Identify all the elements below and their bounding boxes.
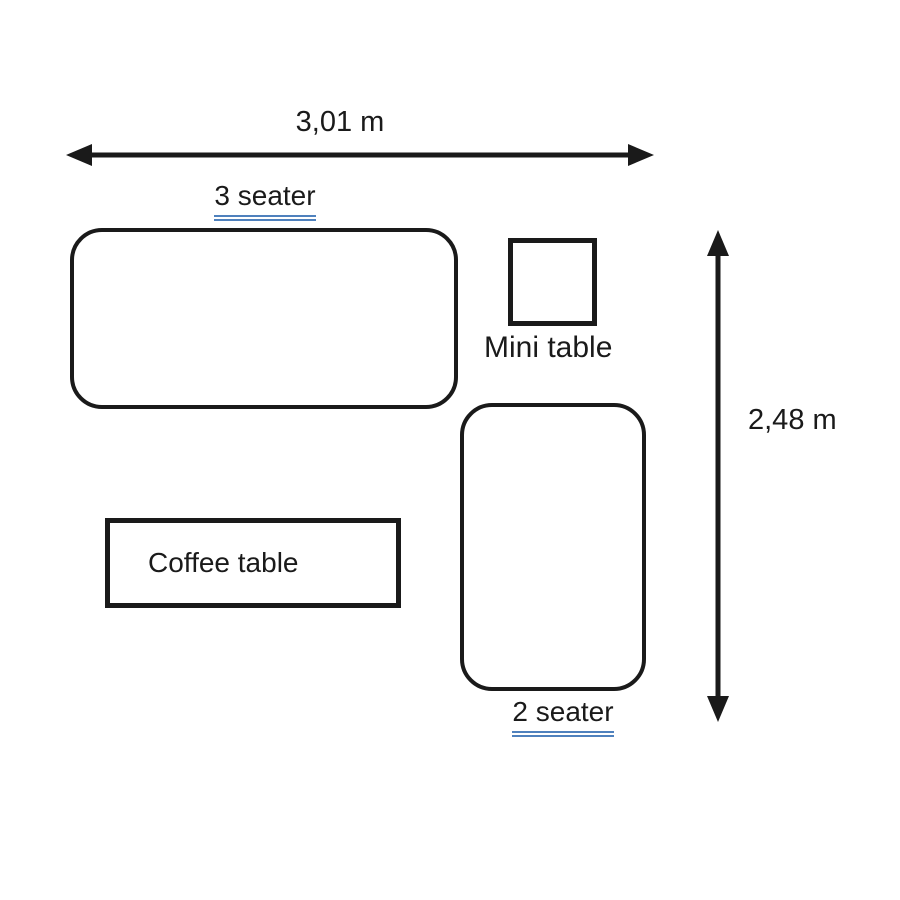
three-seater-label-wrap: 3 seater <box>150 180 380 221</box>
two-seater-label: 2 seater <box>512 696 614 737</box>
two-seater-label-wrap: 2 seater <box>478 696 648 737</box>
mini-table-shape <box>508 238 597 326</box>
vertical-arrow-icon <box>707 230 729 722</box>
coffee-table-shape: Coffee table <box>105 518 401 608</box>
height-dimension-label: 2,48 m <box>748 404 837 436</box>
three-seater-label: 3 seater <box>214 180 316 221</box>
horizontal-dimension-arrow <box>64 142 656 168</box>
two-seater-sofa <box>460 403 646 691</box>
three-seater-sofa <box>70 228 458 409</box>
coffee-table-label: Coffee table <box>148 547 299 578</box>
vertical-dimension-arrow <box>703 226 733 726</box>
horizontal-arrow-icon <box>66 144 654 166</box>
width-dimension-label: 3,01 m <box>295 106 385 138</box>
mini-table-label: Mini table <box>484 331 613 364</box>
